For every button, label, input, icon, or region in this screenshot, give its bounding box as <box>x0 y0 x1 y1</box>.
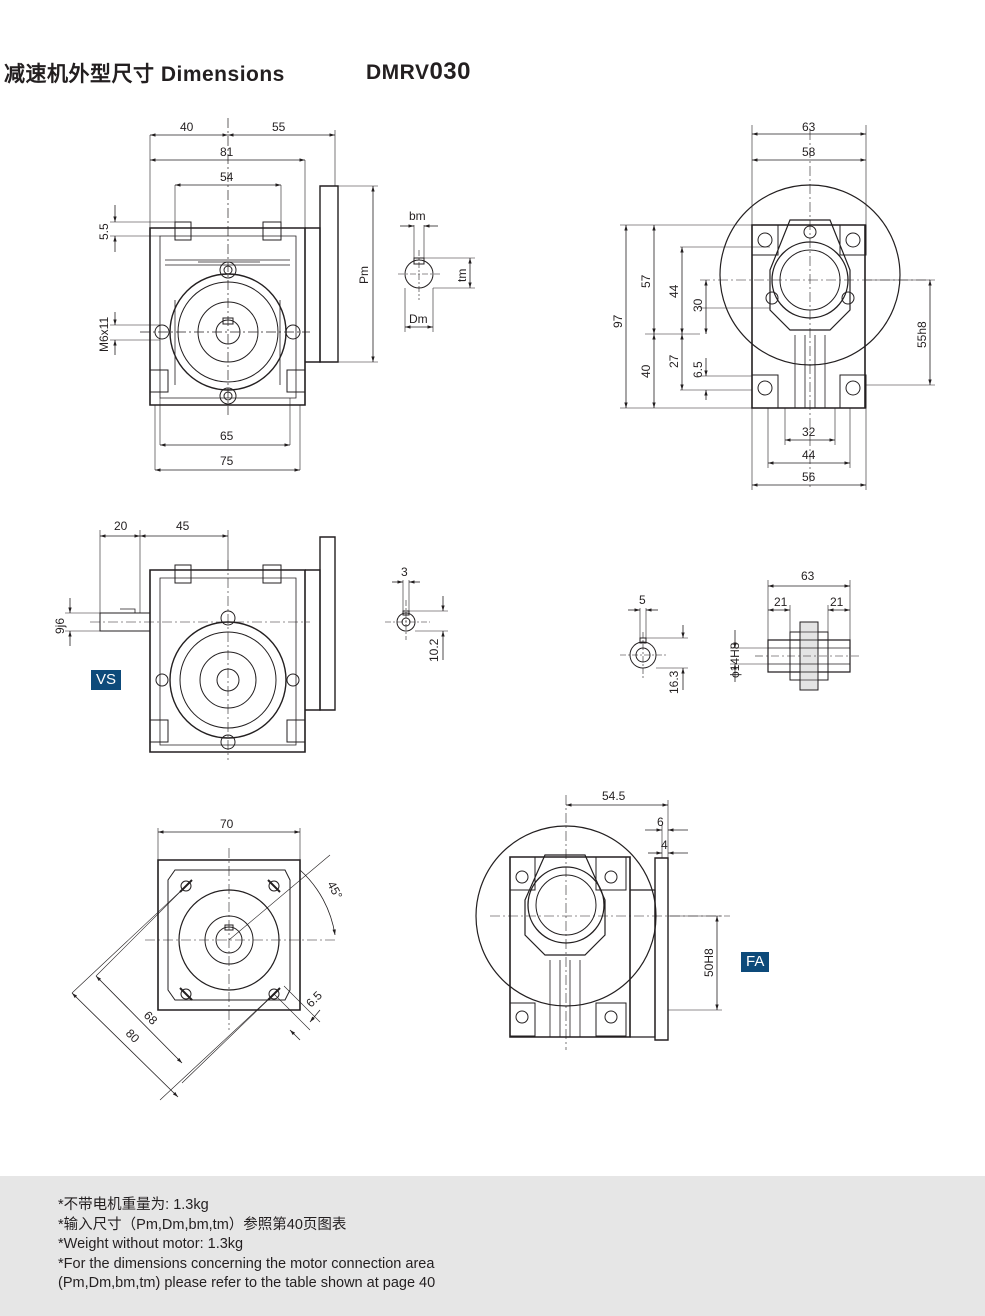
model-prefix: DMRV <box>366 61 430 84</box>
front-view-labels: 40 55 81 54 5.5 M6x11 65 75 Pm <box>97 120 371 468</box>
dim-tm: tm <box>455 269 469 282</box>
dim-97: 97 <box>611 314 625 328</box>
dim-21-left: 21 <box>774 595 788 609</box>
dim-dm: Dm <box>409 312 428 326</box>
title-text: 减速机外型尺寸 Dimensions <box>4 63 285 86</box>
dim-9j6: 9j6 <box>53 618 67 634</box>
note-input-en-2: (Pm,Dm,bm,tm) please refer to the table … <box>58 1275 436 1292</box>
dim-6-5-flange: 6.5 <box>303 988 325 1010</box>
dim-3: 3 <box>401 565 408 579</box>
dim-81: 81 <box>220 145 234 159</box>
notes: *不带电机重量为: 1.3kg *输入尺寸（Pm,Dm,bm,tm）参照第40页… <box>58 1196 435 1294</box>
hollow-shaft-section <box>730 580 862 691</box>
dim-40: 40 <box>180 120 194 134</box>
dim-m6x11: M6x11 <box>97 317 111 352</box>
dim-30: 30 <box>691 298 705 312</box>
dim-55: 55 <box>272 120 286 134</box>
dim-40-side: 40 <box>639 364 653 378</box>
dim-44: 44 <box>667 284 681 298</box>
dim-27: 27 <box>667 354 681 368</box>
side-view <box>620 125 935 490</box>
dim-32: 32 <box>802 425 816 439</box>
dim-57: 57 <box>639 274 653 288</box>
hollow-shaft-detail <box>620 608 688 690</box>
dim-6-5: 6.5 <box>691 361 705 378</box>
dim-4: 4 <box>661 838 668 852</box>
note-weight-en: *Weight without motor: 1.3kg <box>58 1236 244 1253</box>
dim-45-degree: 45° <box>324 879 345 902</box>
dim-58: 58 <box>802 145 816 159</box>
dim-63: 63 <box>802 120 816 134</box>
dim-63-hollow: 63 <box>801 569 815 583</box>
fa-view <box>475 795 730 1050</box>
dim-phi14h8: ϕ14H8 <box>728 642 742 678</box>
dim-5-5: 5.5 <box>97 223 111 240</box>
dim-6: 6 <box>657 815 664 829</box>
dim-10-2: 10.2 <box>427 638 441 662</box>
dim-65: 65 <box>220 429 234 443</box>
dim-54: 54 <box>220 170 234 184</box>
flange-view-labels: 70 45° 6.5 68 80 <box>123 817 345 1046</box>
dim-55h8: 55h8 <box>915 321 929 348</box>
key-detail <box>398 224 475 332</box>
vs-badge: VS <box>91 670 122 690</box>
dim-5: 5 <box>639 593 646 607</box>
note-weight-cn: *不带电机重量为: 1.3kg <box>58 1197 209 1213</box>
dim-pm: Pm <box>357 266 371 284</box>
note-input-cn: *输入尺寸（Pm,Dm,bm,tm）参照第40页图表 <box>58 1216 347 1233</box>
dim-56: 56 <box>802 470 816 484</box>
hollow-shaft-labels: 5 16.3 63 21 21 ϕ14H8 <box>639 569 844 694</box>
front-view <box>110 118 378 472</box>
dim-54-5: 54.5 <box>602 789 626 803</box>
dim-16-3: 16.3 <box>667 670 681 694</box>
dim-50h8: 50H8 <box>702 948 716 977</box>
model-code: DMRV030 <box>366 58 471 86</box>
side-view-labels: 63 58 97 57 44 30 27 6.5 40 55h8 32 44 5… <box>611 120 929 484</box>
notes-panel: *不带电机重量为: 1.3kg *输入尺寸（Pm,Dm,bm,tm）参照第40页… <box>0 1176 985 1316</box>
flange-view <box>71 828 336 1101</box>
dim-70: 70 <box>220 817 234 831</box>
vs-key-detail <box>385 580 448 660</box>
fa-badge: FA <box>741 952 770 972</box>
note-input-en-1: *For the dimensions concerning the motor… <box>58 1255 435 1272</box>
dim-45: 45 <box>176 519 190 533</box>
dim-75: 75 <box>220 454 234 468</box>
model-number: 030 <box>429 58 471 85</box>
dim-20: 20 <box>114 519 128 533</box>
dim-80: 80 <box>123 1026 143 1046</box>
dim-44-bottom: 44 <box>802 448 816 462</box>
vs-labels: 20 45 9j6 3 10.2 <box>53 519 441 662</box>
key-detail-labels: bm tm Dm <box>409 209 469 326</box>
fa-view-labels: 54.5 6 4 50H8 <box>602 789 716 977</box>
dim-21-right: 21 <box>830 595 844 609</box>
dim-bm: bm <box>409 209 426 223</box>
page-title: 减速机外型尺寸 Dimensions DMRV030 <box>4 58 471 88</box>
vs-view <box>65 530 336 760</box>
